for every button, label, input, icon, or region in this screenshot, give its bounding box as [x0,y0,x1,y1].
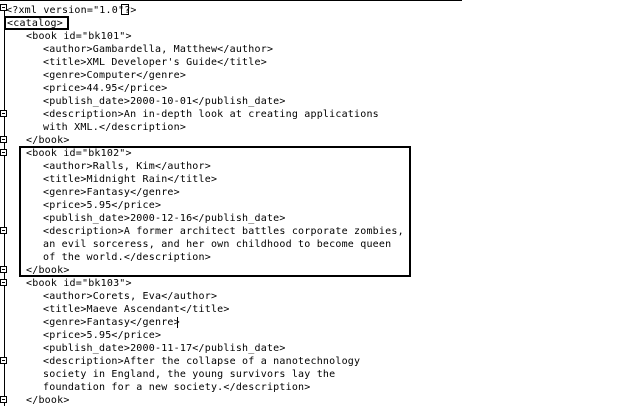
fold-toggle-icon[interactable] [0,279,7,286]
code-line[interactable]: <price>44.95</price> [43,83,168,94]
book-open-line[interactable]: <book id="bk103"> [26,278,132,289]
fold-toggle-icon[interactable] [0,357,7,364]
code-line[interactable]: <publish_date>2000-10-01</publish_date> [43,96,286,107]
code-line[interactable]: <description>After the collapse of a nan… [43,356,361,367]
book-open-line[interactable]: <book id="bk101"> [26,31,132,42]
code-line[interactable]: <author>Corets, Eva</author> [43,291,218,302]
book-open-line[interactable]: <book id="bk102"> [26,148,132,159]
book-highlight-box [19,146,411,277]
code-line[interactable]: <publish_date>2000-12-16</publish_date> [43,213,286,224]
code-line[interactable]: <author>Ralls, Kim</author> [43,161,211,172]
code-line[interactable]: of the world.</description> [43,252,211,263]
fold-line [4,8,5,406]
catalog-highlight-box [4,16,69,30]
code-line[interactable]: <publish_date>2000-11-17</publish_date> [43,343,286,354]
code-line[interactable]: with XML.</description> [43,122,187,133]
fold-toggle-icon[interactable] [0,110,7,117]
book-close-line[interactable]: </book> [26,395,70,406]
code-line[interactable]: <title>Maeve Ascendant</title> [43,304,230,315]
book-close-line[interactable]: </book> [26,135,70,146]
code-line[interactable]: society in England, the young survivors … [43,369,336,380]
fold-toggle-icon[interactable] [0,149,7,156]
fold-toggle-icon[interactable] [0,4,7,11]
code-line[interactable]: <description>An in-depth look at creatin… [43,109,379,120]
code-line[interactable]: <price>5.95</price> [43,200,162,211]
fold-toggle-icon[interactable] [0,266,7,273]
text-caret [177,317,178,328]
code-line[interactable]: <genre>Fantasy</genre> [43,187,180,198]
code-line[interactable]: <title>Midnight Rain</title> [43,174,218,185]
catalog-open-line[interactable]: <catalog> [7,18,63,29]
text-cursor [121,4,129,15]
fold-toggle-icon[interactable] [0,396,7,403]
code-line[interactable]: <genre>Fantasy</genre> [43,317,180,328]
fold-gutter [0,0,10,408]
code-line[interactable]: an evil sorceress, and her own childhood… [43,239,392,250]
code-line[interactable]: foundation for a new society.</descripti… [43,382,311,393]
book-close-line[interactable]: </book> [26,265,70,276]
top-divider [0,0,462,1]
code-line[interactable]: <price>5.95</price> [43,330,162,341]
fold-toggle-icon[interactable] [0,227,7,234]
fold-toggle-icon[interactable] [0,136,7,143]
xml-declaration-line[interactable]: <?xml version="1.0"?> [6,5,137,16]
code-line[interactable]: <genre>Computer</genre> [43,70,187,81]
code-line[interactable]: <title>XML Developer's Guide</title> [43,57,267,68]
code-line[interactable]: <description>A former architect battles … [43,226,404,237]
code-line[interactable]: <author>Gambardella, Matthew</author> [43,44,274,55]
